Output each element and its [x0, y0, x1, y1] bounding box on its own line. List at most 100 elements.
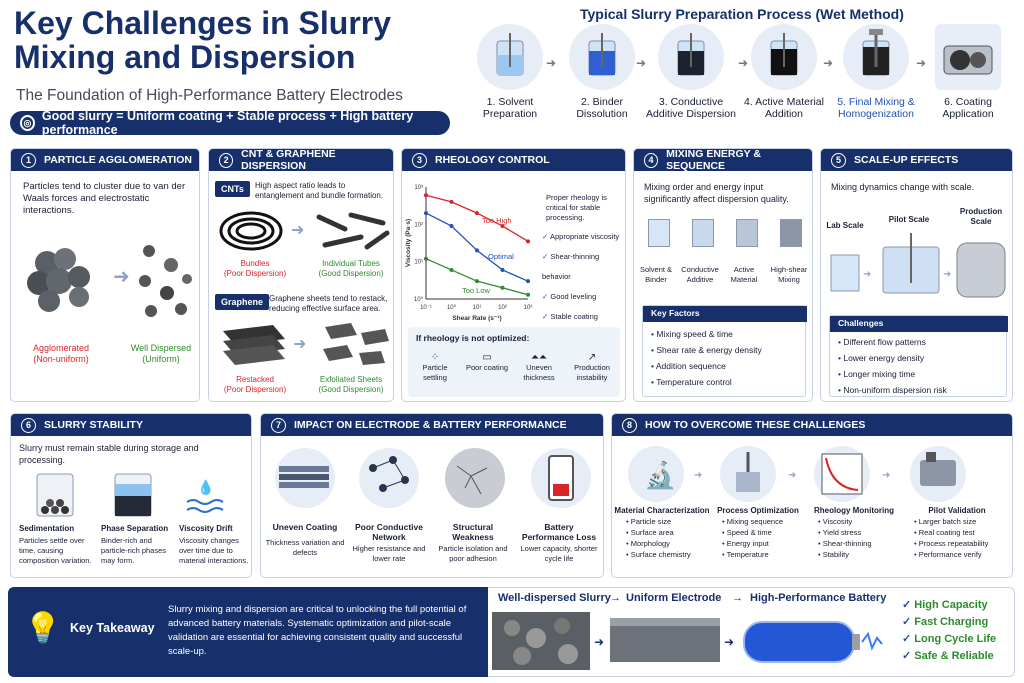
x-axis-label: Shear Rate (s⁻¹) [452, 315, 501, 322]
card-title: MIXING ENERGY & SEQUENCE [666, 148, 761, 172]
stability-title: Sedimentation [19, 524, 75, 533]
svg-text:➜: ➜ [788, 470, 796, 481]
issue-instability: ↗Production instability [566, 353, 618, 383]
stability-illustrations: 💧 [36, 473, 224, 517]
impact-desc: Higher resistance and lower rate [352, 544, 426, 563]
stability-desc: Viscosity changes over time due to mater… [179, 536, 249, 565]
graphene-tag: Graphene [215, 294, 270, 310]
key-factors-box: Key Factors Mixing speed & time Shear ra… [642, 305, 807, 397]
page-subtitle: The Foundation of High-Performance Batte… [16, 87, 403, 104]
challenge-item: Different flow patterns [838, 334, 947, 350]
issue-settling: ⁘Particle settling [410, 353, 460, 383]
check-item: Good leveling [542, 287, 625, 307]
overcome-title: Process Optimization [717, 506, 799, 515]
bullet: Viscosity [818, 516, 902, 527]
lightbulb-icon: 💡 [24, 612, 62, 645]
card-number: 7 [271, 417, 286, 433]
issue-coating: ▭Poor coating [462, 353, 512, 373]
card-desc: Slurry must remain stable during storage… [19, 443, 199, 465]
bullet: Real coating test [914, 527, 1012, 538]
pilot-scale-label: Pilot Scale [888, 215, 930, 224]
process-step-6: 6. Coating Application [922, 24, 1014, 120]
impact-desc: Particle isolation and poor adhesion [438, 544, 508, 563]
svg-text:➜: ➜ [293, 336, 306, 353]
process-step-3: 3. Conductive Additive Dispersion [645, 24, 737, 120]
stability-title: Viscosity Drift [179, 524, 233, 533]
beaker-conductive-icon [658, 24, 724, 90]
bundles-sub: (Poor Dispersion) [223, 269, 287, 278]
bullet: Temperature [722, 549, 806, 560]
svg-text:➜: ➜ [291, 222, 304, 239]
bundles-label: Bundles(Poor Dispersion) [215, 259, 295, 279]
series-point [449, 199, 454, 204]
restacked-title: Restacked [236, 375, 274, 384]
series-label: Too High [482, 216, 512, 225]
issue-label: Production instability [574, 363, 610, 382]
card-desc: Mixing order and energy input significan… [644, 182, 789, 204]
card-title: IMPACT ON ELECTRODE & BATTERY PERFORMANC… [294, 419, 567, 431]
takeaway-text: Slurry mixing and dispersion are critica… [158, 587, 488, 677]
overcome-title: Material Characterization [614, 506, 710, 515]
overcome-bullets: Particle sizeSurface areaMorphologySurfa… [614, 516, 710, 560]
series-point [500, 285, 505, 290]
not-optimized-title: If rheology is not optimized: [416, 333, 530, 343]
y-axis-label: Viscosity (Pa·s) [405, 219, 412, 267]
mix-step: High-shear Mixing [770, 265, 808, 284]
arrow-icon: → [610, 592, 621, 604]
bundles-title: Bundles [240, 259, 270, 268]
beaker-icon [736, 219, 758, 247]
takeaway-title: Key Takeaway [70, 621, 155, 635]
svg-text:💧: 💧 [197, 479, 214, 496]
bullet: Surface chemistry [626, 549, 710, 560]
dispersed-label: Well Dispersed (Uniform) [130, 343, 192, 364]
svg-text:➜: ➜ [113, 266, 130, 288]
cnt-tag: CNTs [215, 181, 250, 197]
rheology-checks: Appropriate viscosity Shear-thinning beh… [542, 227, 625, 327]
benefits-list: High Capacity Fast Charging Long Cycle L… [902, 597, 996, 665]
overcome-col: Process Optimization Mixing sequenceSpee… [710, 506, 806, 560]
chart-note: Proper rheology is critical for stable p… [546, 193, 607, 222]
card-desc: Mixing dynamics change with scale. [831, 182, 975, 192]
stability-desc: Binder-rich and particle-rich phases may… [101, 536, 167, 565]
overcome-bullets: ViscosityYield stressShear-thinningStabi… [806, 516, 902, 560]
restacked-label: Restacked(Poor Dispersion) [215, 375, 295, 395]
process-step-2: 2. Binder Dissolution [556, 24, 648, 120]
tubes-sub: (Good Dispersion) [318, 269, 384, 278]
arrow-icon: ➜ [636, 56, 647, 70]
bullet: Yield stress [818, 527, 902, 538]
tubes-label: Individual Tubes(Good Dispersion) [309, 259, 393, 279]
flow-step: Uniform Electrode [626, 592, 722, 604]
tagline-pill: ◎ Good slurry = Uniform coating + Stable… [10, 109, 450, 137]
impact-illustrations [275, 448, 591, 508]
lab-scale-label: Lab Scale [826, 221, 864, 230]
series-point [500, 267, 505, 272]
exfoliated-title: Exfoliated Sheets [319, 375, 383, 384]
benefit-item: Fast Charging [902, 614, 996, 631]
series-label: Optimal [488, 252, 514, 261]
takeaway-images: ➜ ➜ [492, 612, 883, 670]
bullet: Shear-thinning [818, 538, 902, 549]
overcome-title: Pilot Validation [928, 506, 986, 515]
arrow-icon: ➜ [823, 56, 834, 70]
card-number: 2 [219, 152, 234, 168]
card-number: 4 [644, 152, 659, 168]
instability-icon: ↗ [587, 352, 597, 363]
cnt-desc: High aspect ratio leads to entanglement … [255, 181, 384, 200]
y-tick-label: 10⁰ [414, 296, 424, 303]
benefit-item: Long Cycle Life [902, 631, 996, 648]
x-tick-label: 10¹ [473, 305, 482, 311]
graphene-desc: Graphene sheets tend to restack, reducin… [269, 294, 388, 313]
tubes-title: Individual Tubes [322, 259, 380, 268]
card-number: 5 [831, 152, 846, 168]
card-mixing-energy: 4 MIXING ENERGY & SEQUENCE Mixing order a… [633, 148, 813, 402]
card-number: 3 [412, 152, 427, 168]
bullet: Stability [818, 549, 902, 560]
factor-item: Temperature control [651, 374, 762, 390]
particles-illustration: ➜ [27, 245, 192, 317]
x-tick-label: 10² [498, 305, 507, 311]
process-step-label: 3. Conductive Additive Dispersion [646, 96, 736, 120]
